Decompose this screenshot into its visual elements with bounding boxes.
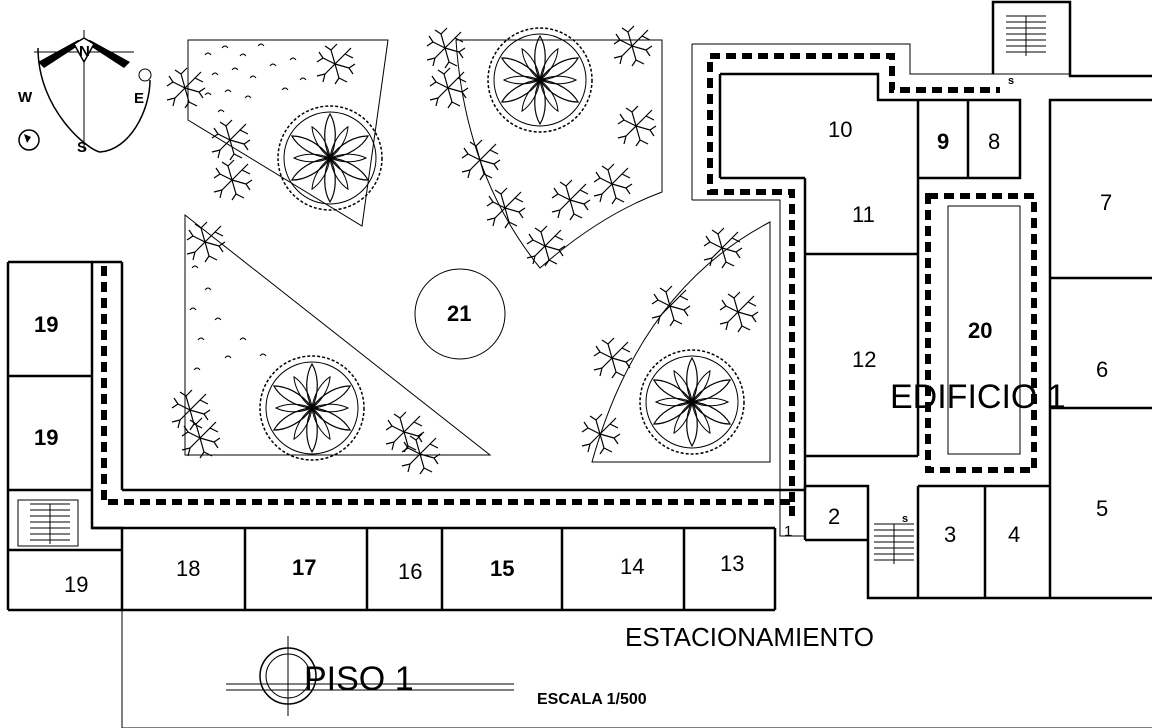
- circulation-route: [101, 53, 1037, 522]
- room-6-label: 6: [1096, 357, 1108, 382]
- room-15-label: 15: [490, 556, 514, 581]
- room-12-label: 12: [852, 347, 876, 372]
- room-19-label: 19: [64, 572, 88, 597]
- tree-icon: [277, 105, 383, 211]
- parking-label: ESTACIONAMIENTO: [625, 622, 874, 652]
- compass-south-label: S: [77, 139, 87, 156]
- room-19-label: 19: [34, 312, 58, 337]
- shrub-icon: [719, 291, 759, 333]
- garden-plot-north-east: [455, 39, 663, 269]
- tree-icon: [259, 355, 365, 461]
- garden-plot-south-east: [591, 221, 771, 463]
- room-16-label: 16: [398, 559, 422, 584]
- compass-west-label: W: [18, 89, 33, 106]
- room-17-label: 17: [292, 555, 316, 580]
- building-label: EDIFICIO 1: [890, 378, 1066, 416]
- shrub-icon: [429, 67, 469, 109]
- room-14-label: 14: [620, 554, 644, 579]
- shrub-icon: [581, 413, 621, 455]
- room-20-label: 20: [968, 318, 992, 343]
- shrub-icon: [526, 225, 566, 267]
- shrub-icon: [213, 159, 253, 201]
- shrub-icon: [617, 105, 657, 147]
- tree-icon: [639, 349, 745, 455]
- shrub-icon: [166, 67, 206, 109]
- tree-icon: [487, 27, 593, 133]
- shrub-icon: [316, 43, 356, 85]
- thin-walls: [121, 43, 1152, 728]
- pool: [947, 205, 1021, 455]
- room-18-label: 18: [176, 556, 200, 581]
- building-walls: [6, 0, 1152, 612]
- room-9-label: 9: [937, 129, 949, 154]
- room-3-label: 3: [944, 522, 956, 547]
- stair-label: s: [1008, 75, 1014, 87]
- compass-rose: [18, 30, 152, 153]
- shrub-icon: [426, 27, 466, 69]
- shrub-icon: [461, 139, 501, 181]
- compass-east-label: E: [134, 90, 144, 107]
- scale-label: ESCALA 1/500: [537, 691, 647, 708]
- room-2-label: 2: [828, 504, 840, 529]
- shrub-icon: [171, 389, 211, 431]
- compass-north-label: N: [79, 43, 90, 60]
- room-13-label: 13: [720, 551, 744, 576]
- room-10-label: 10: [828, 117, 852, 142]
- shrub-icon: [486, 187, 526, 229]
- stair-label: s: [902, 513, 908, 525]
- garden-plot-north-west: [187, 39, 389, 227]
- garden-plot-south-west: [184, 213, 492, 456]
- shrub-icon: [703, 227, 743, 269]
- stairs-south-east: [873, 523, 915, 565]
- room-7-label: 7: [1100, 190, 1112, 215]
- shrub-icon: [593, 163, 633, 205]
- stairs-north-east: [993, 15, 1070, 75]
- central-plaza-circle: [414, 268, 506, 360]
- shrub-icon: [181, 417, 221, 459]
- shrub-icon: [613, 25, 653, 67]
- stairs-west: [17, 499, 79, 547]
- room-4-label: 4: [1008, 522, 1020, 547]
- room-19-label: 19: [34, 425, 58, 450]
- room-21-label: 21: [447, 301, 471, 326]
- room-11-label: 11: [852, 202, 875, 227]
- room-5-label: 5: [1096, 496, 1108, 521]
- floor-title-symbol: [226, 636, 514, 716]
- floor-label: PISO 1: [304, 660, 414, 698]
- room-8-label: 8: [988, 129, 1000, 154]
- corridor-exit-label: 1: [784, 523, 792, 540]
- shrub-icon: [551, 179, 591, 221]
